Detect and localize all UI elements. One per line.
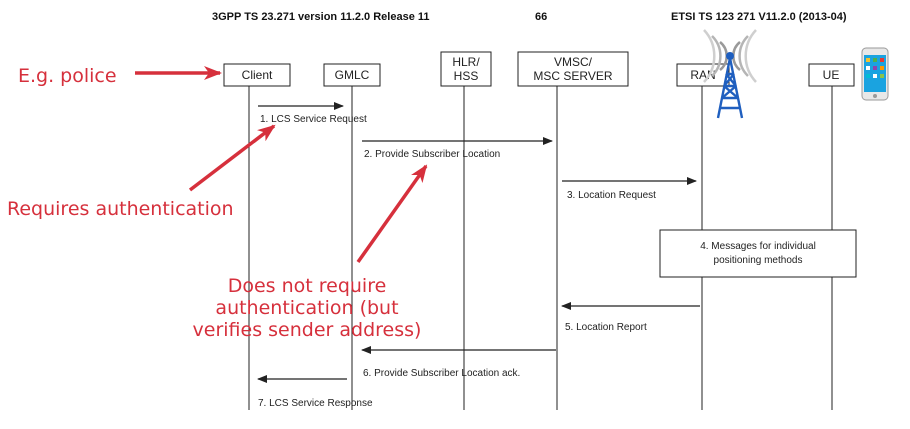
- client-label: Client: [242, 68, 273, 82]
- annotation-no-auth-arrow: [356, 164, 428, 264]
- vmsc-label-line1: VMSC/: [554, 55, 593, 69]
- positioning-methods-box: 4. Messages for individual positioning m…: [659, 229, 857, 278]
- message-7-label: 7. LCS Service Response: [258, 398, 373, 409]
- header-page-number: 66: [535, 11, 547, 23]
- ue-box: UE: [808, 63, 855, 87]
- annotation-no-auth-line3: verifies sender address): [193, 319, 422, 341]
- ran-label: RAN: [690, 68, 715, 82]
- annotation-no-auth-line2: authentication (but: [215, 297, 398, 319]
- message-2-label: 2. Provide Subscriber Location: [364, 149, 500, 160]
- smartphone-icon: [861, 47, 889, 101]
- message-5: 5. Location Report: [561, 302, 700, 333]
- message-3: 3. Location Request: [562, 177, 697, 201]
- gmlc-box: GMLC: [323, 63, 381, 87]
- vmsc-box: VMSC/ MSC SERVER: [517, 51, 629, 87]
- message-6-label: 6. Provide Subscriber Location ack.: [363, 368, 520, 379]
- annotation-requires-auth: Requires authentication: [7, 198, 234, 220]
- hlr-box: HLR/ HSS: [440, 51, 492, 87]
- gmlc-label: GMLC: [335, 68, 370, 82]
- hlr-label-line1: HLR/: [452, 55, 480, 69]
- message-1: 1. LCS Service Request: [258, 102, 367, 125]
- annotation-requires-auth-arrow: [188, 124, 276, 192]
- client-box: Client: [223, 63, 291, 87]
- message-1-label: 1. LCS Service Request: [260, 114, 367, 125]
- message-5-label: 5. Location Report: [565, 322, 647, 333]
- positioning-methods-line2: positioning methods: [714, 255, 803, 266]
- radio-tower-icon: [703, 29, 757, 119]
- header-spec-left: 3GPP TS 23.271 version 11.2.0 Release 11: [212, 11, 430, 23]
- positioning-methods-line1: 4. Messages for individual: [700, 241, 816, 252]
- header-spec-right: ETSI TS 123 271 V11.2.0 (2013-04): [671, 11, 847, 23]
- message-6: 6. Provide Subscriber Location ack.: [361, 346, 556, 379]
- annotation-police: E.g. police: [18, 65, 117, 87]
- ue-label: UE: [823, 68, 840, 82]
- message-7: 7. LCS Service Response: [257, 375, 373, 409]
- annotation-no-auth-line1: Does not require: [228, 275, 387, 297]
- message-3-label: 3. Location Request: [567, 190, 656, 201]
- hlr-label-line2: HSS: [454, 69, 479, 83]
- message-2: 2. Provide Subscriber Location: [362, 137, 553, 160]
- vmsc-label-line2: MSC SERVER: [533, 69, 612, 83]
